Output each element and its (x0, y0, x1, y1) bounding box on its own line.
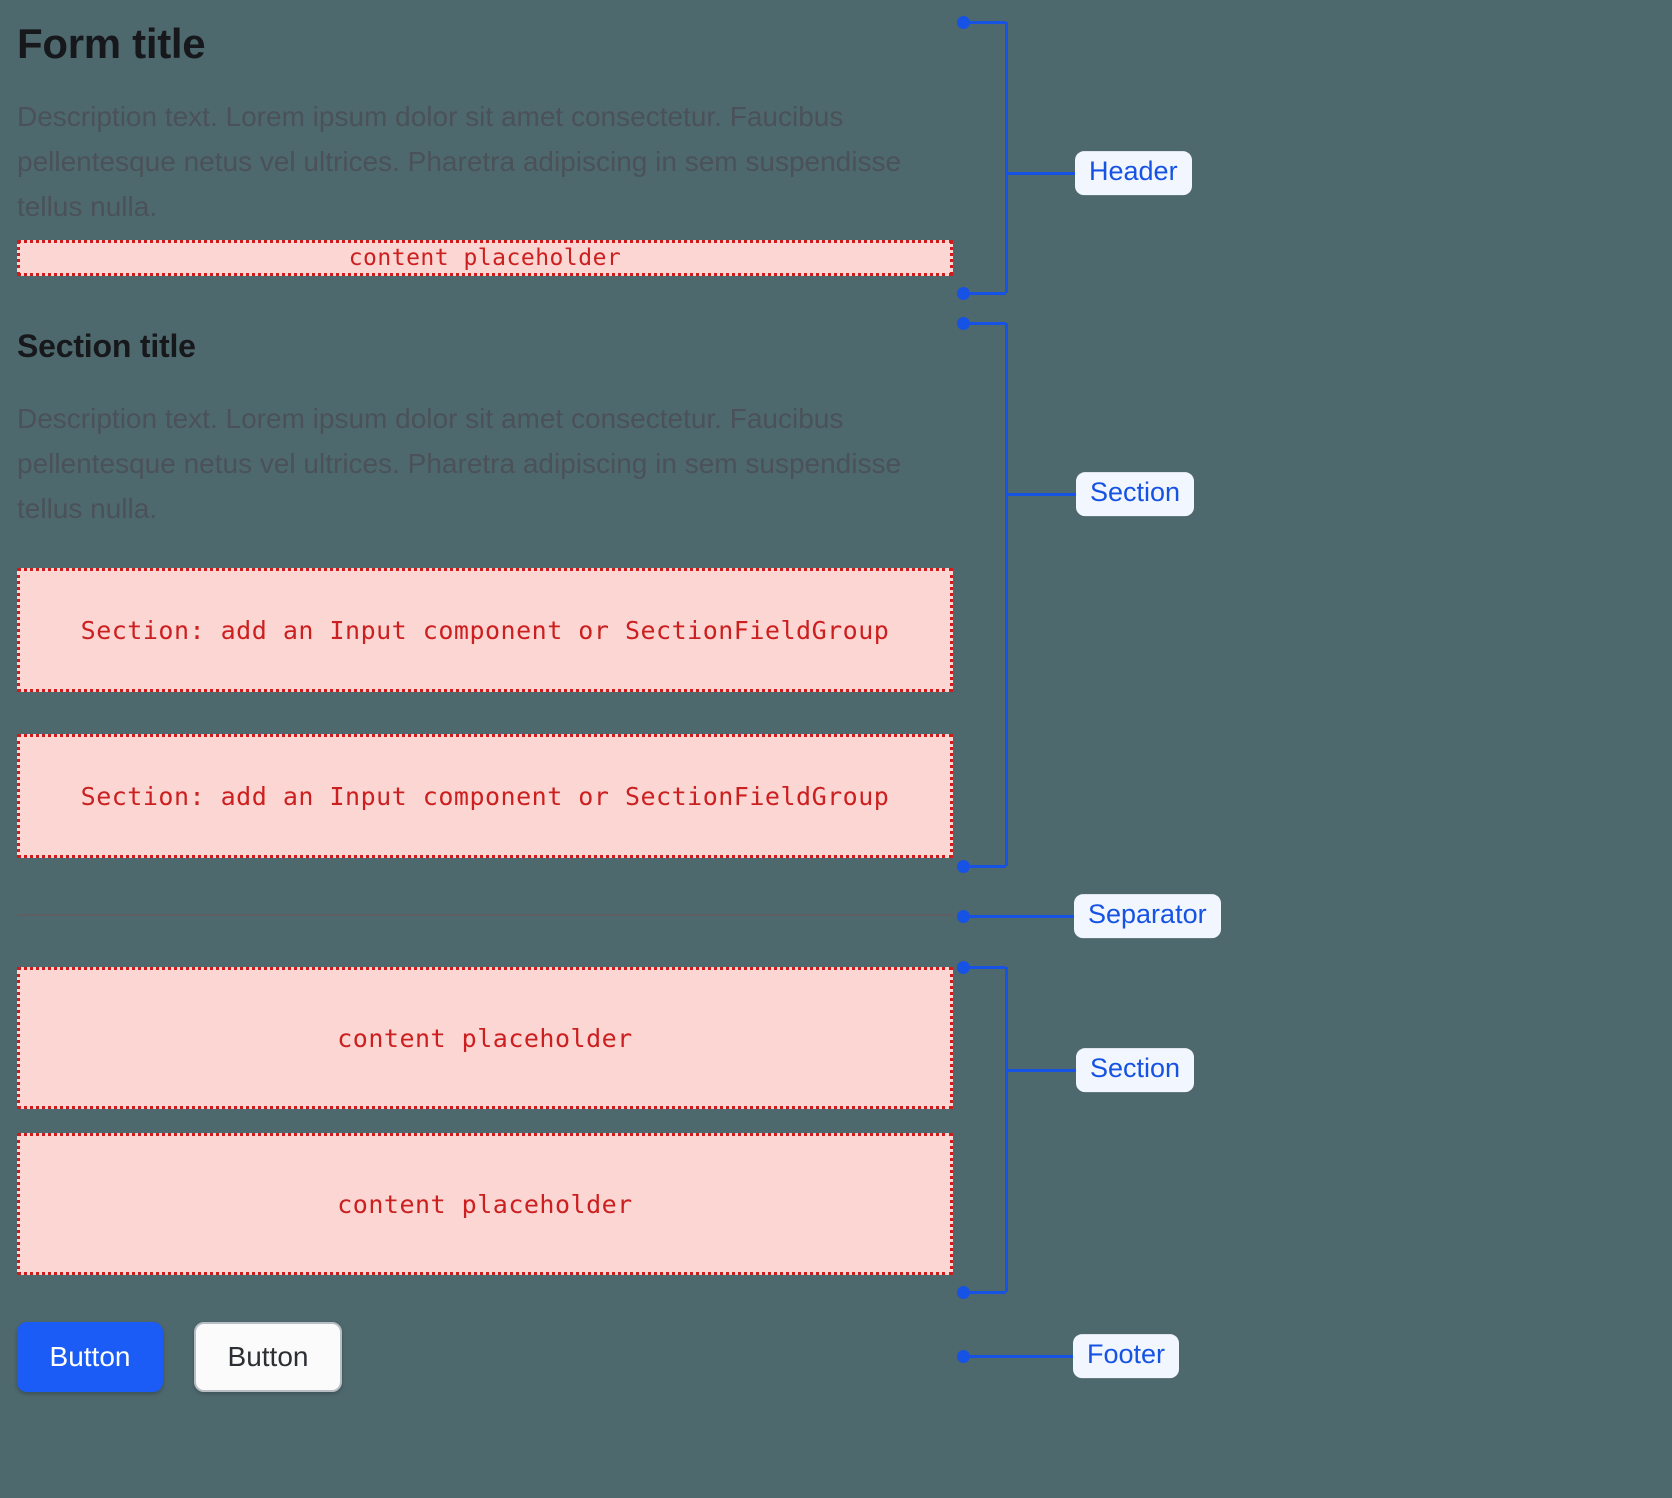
annotation-label-header[interactable]: Header (1075, 151, 1192, 195)
annotation-label-section-two[interactable]: Section (1076, 1048, 1195, 1092)
form-title: Form title (17, 20, 206, 67)
section-one-bracket-bottom-line (963, 865, 1006, 868)
header-content-placeholder[interactable]: content placeholder (17, 240, 953, 276)
secondary-button[interactable]: Button (194, 1322, 342, 1392)
footer-label-leader (963, 1355, 1073, 1358)
section-two-bracket-top-line (963, 966, 1006, 969)
section-two-content-placeholder-2[interactable]: content placeholder (17, 1133, 953, 1275)
header-bracket-spine (1005, 22, 1008, 293)
section-two-bracket-dot-bottom (957, 1286, 970, 1299)
annotation-label-footer[interactable]: Footer (1073, 1334, 1180, 1378)
section-description: Description text. Lorem ipsum dolor sit … (17, 403, 902, 524)
header-bracket-bottom-line (963, 292, 1006, 295)
header-bracket-top-line (963, 21, 1006, 24)
header-bracket-dot-bottom (957, 287, 970, 300)
section-one-bracket-dot-bottom (957, 860, 970, 873)
section-title: Section title (17, 328, 196, 364)
section-one-bracket-top-line (963, 322, 1006, 325)
section-field-placeholder-2[interactable]: Section: add an Input component or Secti… (17, 734, 953, 858)
section-field-placeholder-1[interactable]: Section: add an Input component or Secti… (17, 568, 953, 692)
annotation-label-separator[interactable]: Separator (1074, 894, 1221, 938)
section-two-bracket-spine (1005, 967, 1008, 1292)
header-label-leader (1006, 172, 1075, 175)
section-one-label-leader (1006, 493, 1076, 496)
form-separator (17, 914, 953, 916)
primary-button[interactable]: Button (17, 1322, 163, 1392)
section-two-label-leader (1006, 1069, 1076, 1072)
annotation-label-section-one[interactable]: Section (1076, 472, 1195, 516)
form-container: Form title Description text. Lorem ipsum… (17, 0, 953, 1498)
separator-label-leader (963, 915, 1089, 918)
section-one-bracket-spine (1005, 323, 1008, 866)
form-header-description: Description text. Lorem ipsum dolor sit … (17, 101, 902, 222)
section-two-bracket-bottom-line (963, 1291, 1006, 1294)
section-two-content-placeholder-1[interactable]: content placeholder (17, 967, 953, 1109)
